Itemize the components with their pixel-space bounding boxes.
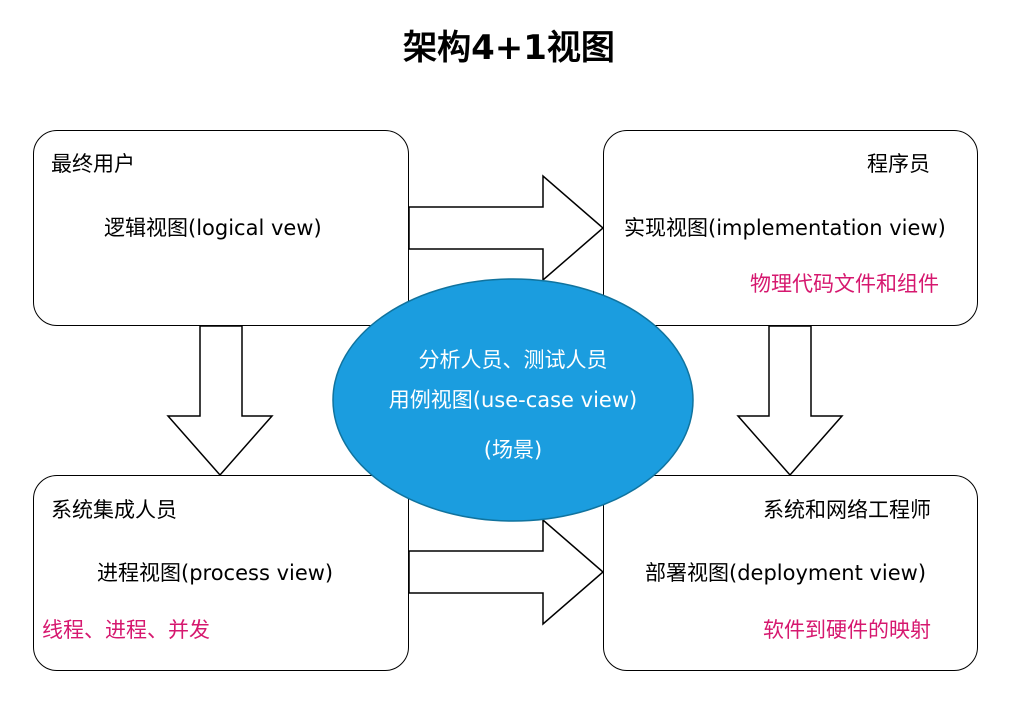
arrow-logical-to-process [166, 325, 274, 477]
implementation-view-label: 实现视图(implementation view) [624, 216, 946, 240]
arrow-implementation-to-deployment [736, 325, 844, 477]
deployment-view-label: 部署视图(deployment view) [645, 561, 927, 585]
implementation-view-box [603, 130, 978, 326]
deployment-view-role: 系统和网络工程师 [763, 498, 931, 522]
arrow-logical-to-implementation [408, 174, 605, 282]
deployment-view-note: 软件到硬件的映射 [763, 618, 931, 642]
implementation-view-role: 程序员 [867, 152, 930, 176]
implementation-view-note: 物理代码文件和组件 [750, 272, 939, 296]
process-view-role: 系统集成人员 [51, 498, 177, 522]
use-case-view-ellipse [332, 278, 694, 522]
arrow-process-to-deployment [408, 518, 605, 626]
process-view-box [33, 475, 409, 671]
diagram-title: 架构4+1视图 [403, 28, 615, 68]
logical-view-role: 最终用户 [51, 152, 135, 176]
logical-view-label: 逻辑视图(logical vew) [104, 216, 322, 240]
use-case-view-roles: 分析人员、测试人员 [418, 348, 608, 372]
logical-view-box [33, 130, 409, 326]
deployment-view-box [603, 475, 978, 671]
use-case-view-note: (场景) [483, 438, 543, 462]
process-view-note: 线程、进程、并发 [42, 618, 210, 642]
process-view-label: 进程视图(process view) [97, 561, 334, 585]
use-case-view-label: 用例视图(use-case view) [388, 388, 638, 412]
